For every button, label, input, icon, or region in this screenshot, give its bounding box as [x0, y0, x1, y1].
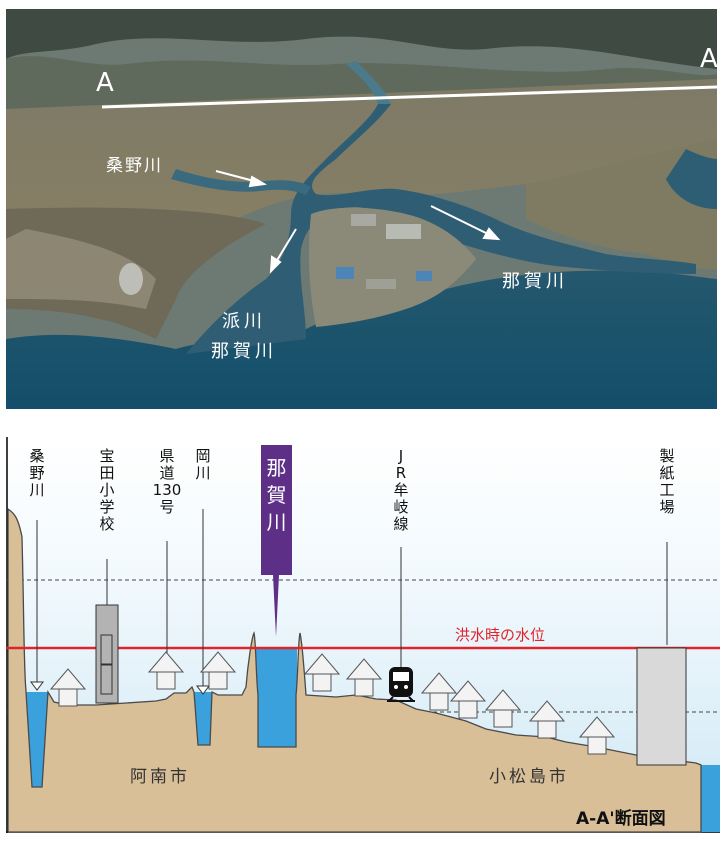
- house-icon: [484, 689, 522, 728]
- marker-a-left: A: [96, 68, 114, 98]
- anan-city-label: 阿南市: [130, 767, 190, 787]
- house-icon: [449, 680, 487, 719]
- label-naka-river-right: 那賀川: [502, 271, 568, 292]
- house-icon: [528, 700, 566, 739]
- naka-river-callout: 那賀川: [261, 445, 292, 637]
- marker-a-right: A': [700, 44, 717, 74]
- train-icon: [387, 667, 415, 702]
- label-kuwano-river: 桑野川: [106, 156, 163, 176]
- flood-level-label: 洪水時の水位: [455, 626, 545, 644]
- ground-profile: [7, 507, 702, 833]
- section-title: A-A'断面図: [576, 808, 666, 829]
- naka-water: [254, 647, 297, 747]
- sea-water: [701, 765, 720, 832]
- paper-factory: [636, 647, 687, 766]
- school-building: [95, 559, 119, 704]
- paper-factory-label: 製紙工場: [659, 447, 674, 516]
- house-icon: [303, 653, 341, 692]
- komatsushima-city-label: 小松島市: [489, 767, 569, 787]
- takarada-school-label: 宝田小学校: [99, 447, 114, 533]
- house-icon: [578, 716, 616, 755]
- svg-text:那賀川: 那賀川: [267, 456, 287, 534]
- house-icon: [49, 668, 87, 707]
- aerial-photo: A A' 桑野川 那賀川 派川 那賀川: [6, 9, 717, 409]
- label-ha-river: 派川: [222, 311, 266, 332]
- house-icon: [420, 672, 458, 711]
- house-icon: [199, 651, 237, 690]
- house-icon: [345, 658, 383, 697]
- okagawa-water: [194, 692, 212, 747]
- kuwano-river-label: 桑野川: [29, 447, 44, 499]
- house-icon: [147, 651, 185, 690]
- label-naka-river-left: 那賀川: [211, 341, 277, 362]
- okagawa-label: 岡川: [195, 447, 210, 482]
- kuwano-water: [26, 692, 48, 787]
